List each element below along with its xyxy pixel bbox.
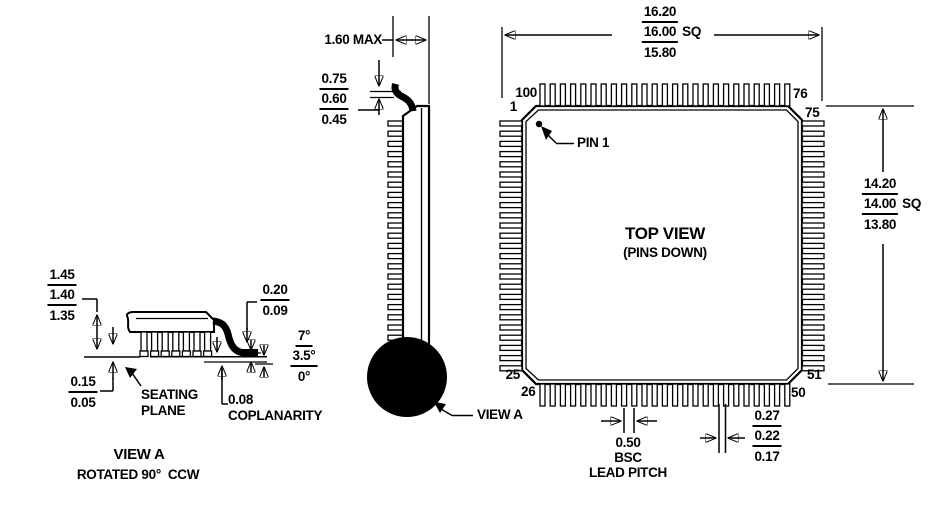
dim-standoff-lines [100,327,113,392]
top-view-title: TOP VIEW [624,224,706,243]
view-a-detail-circle [367,337,447,417]
pin-row-right [801,120,825,372]
top-view-subtitle: (PINS DOWN) [623,245,707,260]
dim-standoff: 0.15 0.05 [66,375,100,410]
pin-number-100: 100 [515,85,537,100]
dim-foot-length-lines [358,60,401,115]
dim-lead-pitch-lines [601,408,657,433]
dim-lead-width-lines [700,404,745,453]
dim-body-width: 16.20 16.00 SQ 15.80 [639,5,701,60]
width-sq-suffix: SQ [682,24,702,39]
thickness-max-label: 1.60 MAX [324,32,382,47]
dim-coplanarity-lines [217,337,228,405]
side-view-pin-stack [387,120,404,372]
pin1-label: PIN 1 [577,135,610,150]
dim-body-height: 14.20 14.00 SQ 13.80 [859,177,921,232]
dim-overall-height-lines [82,298,97,349]
dim-width-lines [501,27,823,101]
dim-foot-length: 0.75 0.60 0.45 [317,72,351,127]
detail-body-cross-section [125,311,215,333]
seating-plane-lines [84,356,267,363]
detail-lead-stubs [139,331,213,358]
view-a-callout-arrow [434,402,473,417]
detail-view-title: VIEW A [113,446,165,463]
dim-overall-height: 1.45 1.40 1.35 [45,268,79,323]
top-view-package [499,27,914,453]
dim-lead-pitch: 0.50 BSC LEAD PITCH [584,435,672,480]
pin-number-50: 50 [791,385,806,400]
seating-plane-label: SEATING PLANE [141,387,198,418]
view-a-callout-label: VIEW A [477,407,523,422]
pin-number-26: 26 [521,384,536,399]
pin-number-25: 25 [505,367,521,382]
pin-row-bottom [539,383,791,407]
side-view-package [358,16,473,417]
dim-height-lines [826,105,914,385]
detail-view-subtitle: ROTATED 90° CCW [76,467,200,482]
pin-number-1: 1 [509,99,518,114]
pin-number-51: 51 [807,367,822,382]
pin1-leader-arrow [541,126,574,145]
pin1-index-dot [535,120,543,128]
pin-row-left [499,120,523,372]
dim-thickness-lines [382,16,430,104]
pin-number-76: 76 [793,86,808,101]
pin-row-top [539,83,791,107]
seating-plane-leader-arrow [125,367,142,387]
pin-number-75: 75 [805,105,820,120]
coplanarity-label: 0.08 COPLANARITY [228,392,323,423]
dim-lead-width: 0.27 0.22 0.17 [750,409,784,464]
dim-lead-angle: 7° 3.5° 0° [288,329,320,384]
package-body-inner-line [525,109,799,381]
height-sq-suffix: SQ [902,196,922,211]
dim-lead-thickness-lines [243,301,273,377]
dim-lead-thickness: 0.20 0.09 [258,283,292,318]
